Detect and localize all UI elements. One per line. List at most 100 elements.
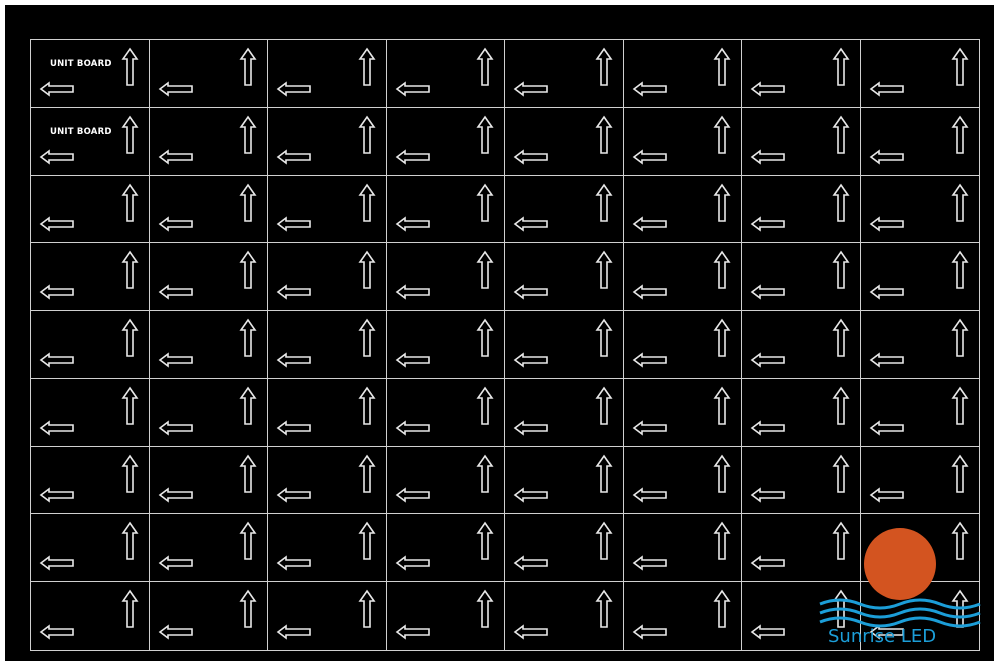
unit-board-cell — [31, 311, 150, 379]
arrow-left-outline-icon — [276, 81, 312, 97]
unit-board-cell — [386, 175, 505, 244]
unit-board-cell — [505, 582, 624, 650]
arrow-left-outline-icon — [395, 81, 431, 97]
unit-board-cell — [149, 378, 268, 447]
arrow-left-outline-icon — [39, 487, 75, 504]
arrow-left-outline-icon — [276, 420, 312, 436]
arrow-up-outline-icon — [951, 183, 969, 223]
arrow-left-outline-icon — [869, 352, 905, 368]
arrow-up-outline-icon — [713, 521, 731, 561]
arrow-up-outline-icon — [951, 318, 969, 358]
unit-board-cell — [150, 582, 268, 650]
unit-board-cell — [742, 175, 861, 244]
arrow-up-outline-icon — [476, 250, 494, 290]
arrow-left-outline-icon — [632, 555, 668, 571]
unit-board-cell — [149, 40, 268, 108]
arrow-left-outline-icon — [39, 555, 75, 571]
arrow-left-outline-icon — [513, 284, 549, 300]
unit-board-cell — [623, 243, 742, 312]
arrow-up-outline-icon — [594, 47, 613, 87]
unit-board-cell — [860, 379, 979, 447]
arrow-left-outline-icon — [158, 216, 194, 232]
arrow-left-outline-icon — [632, 81, 668, 97]
unit-board-cell — [742, 514, 861, 583]
arrow-up-outline-icon — [951, 47, 969, 87]
arrow-left-outline-icon — [513, 487, 549, 504]
unit-board-cell — [623, 311, 742, 379]
arrow-left-outline-icon — [632, 216, 668, 232]
arrow-left-outline-icon — [750, 555, 786, 571]
unit-board-cell — [860, 40, 979, 108]
arrow-left-outline-icon — [869, 81, 905, 97]
arrow-up-outline-icon — [831, 115, 850, 155]
arrow-left-outline-icon — [750, 284, 786, 300]
arrow-up-outline-icon — [120, 47, 139, 87]
unit-board-cell — [623, 40, 742, 108]
arrow-up-outline-icon — [476, 454, 494, 494]
unit-board-cell — [505, 107, 624, 176]
unit-board-cell — [742, 243, 861, 312]
unit-board-cell — [742, 107, 861, 176]
arrow-left-outline-icon — [395, 624, 431, 640]
unit-board-cell — [505, 378, 624, 447]
arrow-left-outline-icon — [276, 624, 312, 640]
arrow-up-outline-icon — [120, 250, 139, 290]
arrow-left-outline-icon — [158, 81, 194, 97]
waves-icon — [819, 598, 981, 628]
unit-board-cell — [386, 446, 505, 515]
arrow-up-outline-icon — [713, 115, 731, 155]
arrow-left-outline-icon — [632, 284, 668, 300]
arrow-up-outline-icon — [476, 386, 494, 426]
unit-board-label: UNIT BOARD — [50, 59, 112, 69]
unit-board-cell — [386, 107, 505, 176]
arrow-up-outline-icon — [357, 115, 376, 155]
arrow-up-outline-icon — [239, 589, 257, 629]
arrow-up-outline-icon — [357, 454, 376, 494]
arrow-up-outline-icon — [476, 47, 494, 87]
unit-board-cell — [31, 243, 150, 312]
arrow-left-outline-icon — [158, 487, 194, 504]
unit-board-cell — [149, 311, 268, 379]
arrow-up-outline-icon — [120, 115, 139, 155]
unit-board-cell — [505, 514, 624, 583]
arrow-left-outline-icon — [513, 624, 549, 640]
unit-board-cell — [268, 243, 387, 312]
arrow-left-outline-icon — [395, 148, 431, 165]
arrow-up-outline-icon — [476, 318, 494, 358]
arrow-up-outline-icon — [594, 250, 613, 290]
arrow-left-outline-icon — [750, 148, 786, 165]
arrow-up-outline-icon — [951, 115, 969, 155]
arrow-up-outline-icon — [120, 521, 139, 561]
arrow-left-outline-icon — [513, 216, 549, 232]
arrow-up-outline-icon — [239, 521, 257, 561]
unit-board-cell — [860, 447, 979, 515]
arrow-left-outline-icon — [632, 624, 668, 640]
arrow-up-outline-icon — [831, 454, 850, 494]
unit-board-cell — [624, 582, 742, 650]
arrow-left-outline-icon — [158, 352, 194, 368]
arrow-up-outline-icon — [120, 183, 139, 223]
arrow-left-outline-icon — [513, 352, 549, 368]
unit-board-cell — [742, 378, 861, 447]
arrow-left-outline-icon — [395, 420, 431, 436]
arrow-left-outline-icon — [395, 216, 431, 232]
arrow-left-outline-icon — [276, 216, 312, 232]
arrow-left-outline-icon — [39, 352, 75, 368]
arrow-up-outline-icon — [713, 386, 731, 426]
unit-board-cell — [268, 311, 387, 379]
arrow-left-outline-icon — [39, 81, 75, 97]
arrow-up-outline-icon — [594, 589, 613, 629]
unit-board-cell — [742, 40, 861, 108]
unit-board-cell — [386, 514, 505, 583]
unit-board-cell — [268, 40, 387, 108]
arrow-left-outline-icon — [276, 487, 312, 504]
arrow-left-outline-icon — [276, 352, 312, 368]
arrow-left-outline-icon — [276, 284, 312, 300]
unit-board-cell — [386, 243, 505, 312]
unit-board-cell — [31, 582, 150, 650]
arrow-left-outline-icon — [39, 148, 75, 165]
unit-board-cell — [268, 446, 387, 515]
unit-board-cell — [623, 175, 742, 244]
unit-board-cell — [860, 176, 979, 244]
arrow-left-outline-icon — [869, 420, 905, 436]
